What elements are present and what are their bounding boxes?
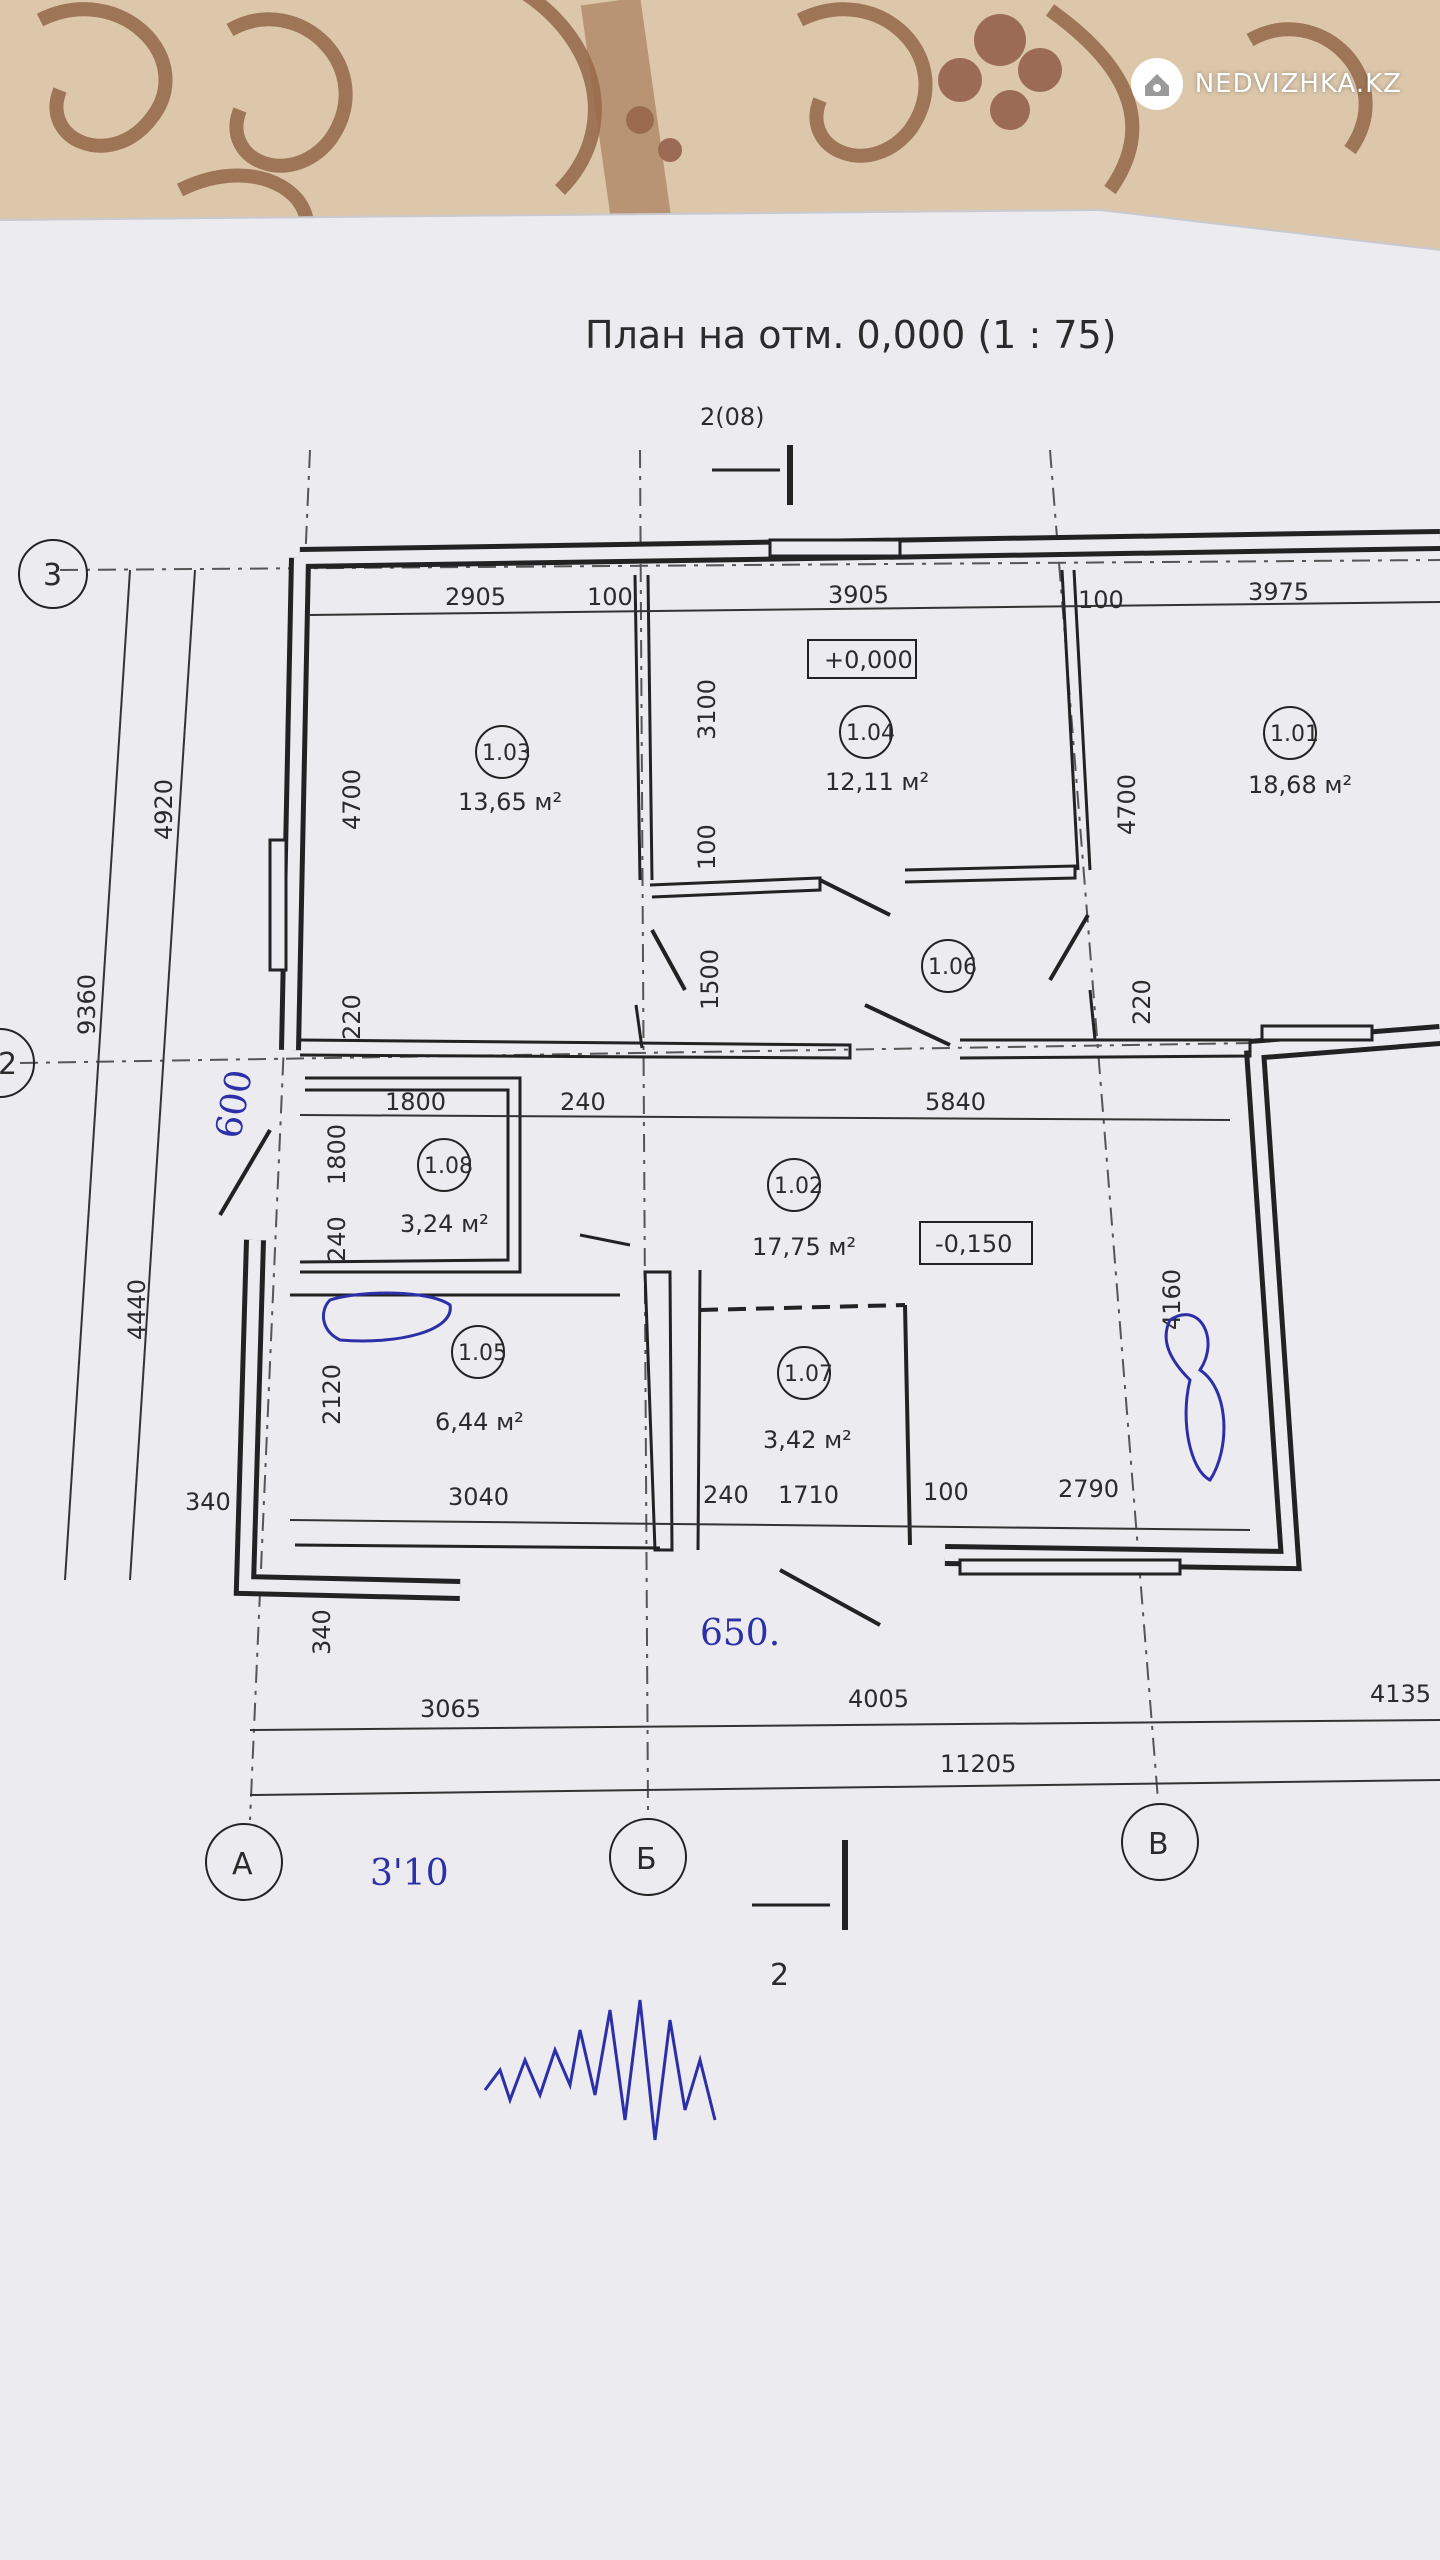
handwritten-scribble <box>1164 1313 1226 1482</box>
dimension-lines <box>64 569 1440 1796</box>
room-area: 18,68 м² <box>1248 771 1352 799</box>
dim-100-mid: 100 <box>693 824 721 870</box>
handwritten-650: 650. <box>700 1613 780 1654</box>
section-bottom-label: 2 <box>770 1958 789 1993</box>
wall-1-07-right <box>903 1304 912 1546</box>
svg-text:А: А <box>232 1847 253 1882</box>
dim-top-100a: 100 <box>587 583 633 611</box>
dim-4135: 4135 <box>1370 1680 1431 1708</box>
dim-4920: 4920 <box>150 779 178 840</box>
signature <box>483 1999 717 2141</box>
room-area: 3,24 м² <box>400 1210 489 1238</box>
dim-240-v: 240 <box>323 1216 351 1262</box>
dim-4700-left: 4700 <box>338 769 366 830</box>
room-area: 6,44 м² <box>435 1408 524 1436</box>
dim-220-right: 220 <box>1128 979 1156 1025</box>
axis-bubble-2: 2 <box>0 1028 35 1098</box>
dim-100-low: 100 <box>923 1478 969 1506</box>
svg-text:Б: Б <box>636 1842 657 1877</box>
room-1-07: 1.07 3,42 м² <box>763 1346 852 1454</box>
room-area: 3,42 м² <box>763 1426 852 1454</box>
dim-240-low: 240 <box>703 1481 749 1509</box>
room-area: 13,65 м² <box>458 788 562 816</box>
watermark-text: NEDVIZHKA.KZ <box>1194 69 1402 99</box>
room-id: 1.02 <box>774 1174 823 1199</box>
dim-top-3975: 3975 <box>1248 578 1309 606</box>
dim-5840: 5840 <box>925 1088 986 1116</box>
dim-top-100b: 100 <box>1078 586 1124 614</box>
dim-240-h: 240 <box>560 1088 606 1116</box>
svg-text:3: 3 <box>43 558 62 593</box>
level-mark-top: +0,000 <box>824 646 913 674</box>
room-id: 1.08 <box>424 1154 473 1179</box>
dim-1800-v: 1800 <box>323 1124 351 1185</box>
room-1-04: 1.04 12,11 м² <box>825 705 929 796</box>
room-1-03: 1.03 13,65 м² <box>458 725 562 816</box>
dim-1500: 1500 <box>696 949 724 1010</box>
dim-3100: 3100 <box>693 679 721 740</box>
dim-4440: 4440 <box>123 1279 151 1340</box>
dim-4700-right: 4700 <box>1113 774 1141 835</box>
room-id: 1.04 <box>846 721 895 746</box>
room-area: 12,11 м² <box>825 768 929 796</box>
watermark: NEDVIZHKA.KZ <box>1130 58 1402 110</box>
handwritten-600: 600 <box>208 1067 260 1142</box>
handwritten-bathtub <box>321 1291 452 1343</box>
svg-text:В: В <box>1148 1827 1169 1862</box>
room-id: 1.01 <box>1270 722 1319 747</box>
dim-2790: 2790 <box>1058 1475 1119 1503</box>
svg-text:2: 2 <box>0 1047 17 1082</box>
opening-dashed <box>699 1303 906 1312</box>
room-id: 1.06 <box>928 955 977 980</box>
dim-11205: 11205 <box>940 1750 1016 1778</box>
dim-1710: 1710 <box>778 1481 839 1509</box>
house-pin-icon <box>1130 58 1183 110</box>
windows <box>268 538 1374 1576</box>
dim-9360: 9360 <box>73 974 101 1035</box>
level-mark-bottom: -0,150 <box>935 1230 1012 1258</box>
door-swings <box>218 878 1090 1627</box>
room-1-06: 1.06 <box>921 939 977 993</box>
dim-2120: 2120 <box>318 1364 346 1425</box>
dim-top-3905: 3905 <box>828 581 889 609</box>
room-id: 1.05 <box>458 1341 507 1366</box>
room-id: 1.03 <box>482 741 531 766</box>
dim-1800-h: 1800 <box>385 1088 446 1116</box>
room-area: 17,75 м² <box>752 1233 856 1261</box>
axis-bubble-3: 3 <box>18 539 88 609</box>
room-1-08: 1.08 3,24 м² <box>400 1138 489 1238</box>
dim-340-v: 340 <box>308 1609 336 1655</box>
dim-3065: 3065 <box>420 1695 481 1723</box>
axis-bubble-a: А <box>205 1823 283 1901</box>
room-id: 1.07 <box>784 1362 833 1387</box>
room-1-02: 1.02 17,75 м² <box>752 1158 856 1261</box>
interior-walls <box>290 569 1252 1552</box>
dim-4005: 4005 <box>848 1685 909 1713</box>
paper-sheet <box>0 208 1440 2560</box>
room-1-01: 1.01 18,68 м² <box>1248 706 1352 799</box>
dim-top-2905: 2905 <box>445 583 506 611</box>
axis-bubble-v: В <box>1121 1803 1199 1881</box>
level-box-bottom <box>919 1221 1033 1265</box>
handwritten-3-10: 3'10 <box>370 1853 449 1894</box>
dim-3040: 3040 <box>448 1483 509 1511</box>
axis-bubble-b: Б <box>609 1818 687 1896</box>
level-box-top <box>807 639 917 679</box>
room-1-05: 1.05 6,44 м² <box>435 1325 524 1436</box>
plan-title: План на отм. 0,000 (1 : 75) <box>585 313 1117 357</box>
dim-4160: 4160 <box>1158 1269 1186 1330</box>
section-top-label: 2(08) <box>700 403 765 431</box>
dim-340-h: 340 <box>185 1488 231 1516</box>
dim-220-left: 220 <box>338 994 366 1040</box>
